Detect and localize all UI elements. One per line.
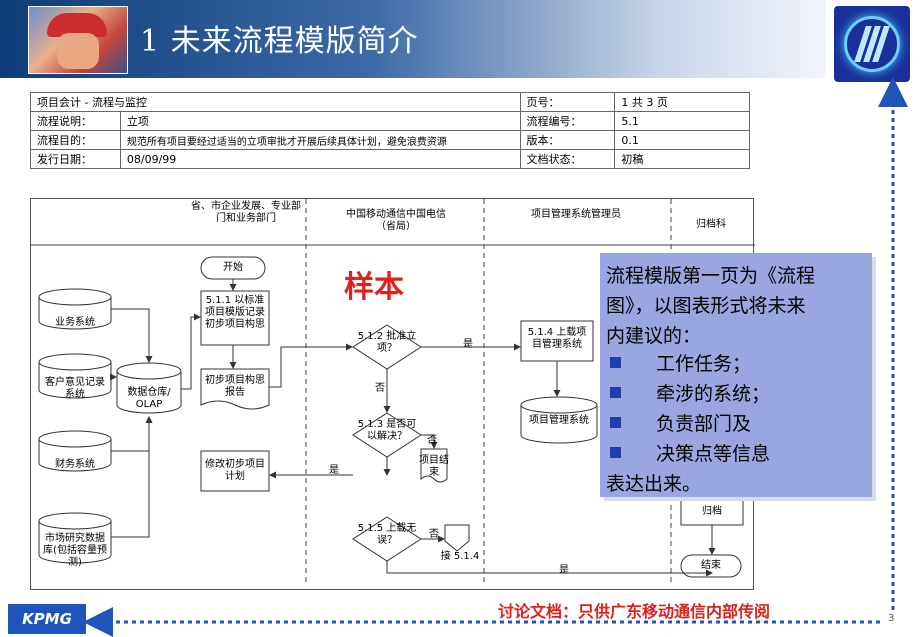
yes-label: 是 <box>559 565 569 576</box>
step-5-1-4: 5.1.4 上载项目管理系统 <box>527 327 587 350</box>
table-cell: 5.1 <box>614 111 750 131</box>
table-row: 项目会计 - 流程与监控 页号： 1 共 3 页 <box>30 92 750 112</box>
bullet-icon <box>610 417 621 428</box>
table-cell: 08/09/99 <box>119 149 521 169</box>
yes-label: 是 <box>329 465 339 476</box>
page-number: 3 <box>888 613 895 624</box>
table-cell: 项目会计 - 流程与监控 <box>30 92 521 112</box>
lane-header-china-mobile: 中国移动通信中国电信（省局） <box>346 209 446 232</box>
photo-face <box>57 33 99 69</box>
revise-plan: 修改初步项目计划 <box>205 459 265 482</box>
table-cell: 立项 <box>119 111 521 131</box>
system-customer-feedback: 客户意见记录系统 <box>45 377 105 400</box>
callout-line: 流程模版第一页为《流程 <box>606 265 816 287</box>
table-row: 流程说明： 立项 流程编号： 5.1 <box>30 111 750 131</box>
lane-header-departments: 省、市企业发展、专业部门和业务部门 <box>191 201 301 224</box>
initial-concept-report: 初步项目构思报告 <box>205 375 265 398</box>
bullet-icon <box>610 447 621 458</box>
pm-system: 项目管理系统 <box>529 415 589 426</box>
table-cell: 页号： <box>519 92 616 112</box>
yes-label: 是 <box>463 339 473 350</box>
callout-line: 表达出来。 <box>606 473 702 495</box>
step-5-1-1: 5.1.1 以标准项目模版记录初步项目构思 <box>205 295 265 330</box>
sample-stamp: 样本 <box>344 270 404 305</box>
table-cell: 流程目的： <box>30 130 121 150</box>
kpmg-logo: KPMG <box>8 604 86 634</box>
lane-header-pm-admin: 项目管理系统管理员 <box>531 209 621 220</box>
flowchart-lines <box>31 199 755 583</box>
decision-5-1-5: 5.1.5 上载无误？ <box>357 523 417 546</box>
title-bar <box>0 0 826 78</box>
explanation-callout: 流程模版第一页为《流程 图》，以图表形式将未来 内建议的： 工作任务； 牵涉的系… <box>600 253 872 497</box>
table-cell: 流程编号： <box>519 111 616 131</box>
system-finance: 财务系统 <box>55 459 95 470</box>
lane-header-archive: 归档科 <box>696 219 726 230</box>
start-node: 开始 <box>223 262 243 273</box>
bullet-icon <box>610 357 621 368</box>
no-label: 否 <box>375 383 385 394</box>
no-label: 否 <box>427 435 437 446</box>
decision-5-1-3: 5.1.3 是否可以解决？ <box>357 419 417 442</box>
goto-connector: 接 5.1.4 <box>440 551 480 562</box>
system-business: 业务系统 <box>55 317 95 328</box>
decision-5-1-2: 5.1.2 批准立项？ <box>357 331 417 354</box>
table-row: 发行日期： 08/09/99 文档状态： 初稿 <box>30 149 750 169</box>
callout-bullet: 工作任务； <box>656 353 752 375</box>
bullet-icon <box>610 387 621 398</box>
process-flowchart: 省、市企业发展、专业部门和业务部门 中国移动通信中国电信（省局） 项目管理系统管… <box>30 198 755 590</box>
table-cell: 流程说明： <box>30 111 121 131</box>
confidential-notice: 讨论文档：只供广东移动通信内部传阅 <box>498 602 771 621</box>
logo-ring <box>844 16 900 72</box>
title-photo <box>28 6 128 74</box>
table-cell: 文档状态： <box>519 149 616 169</box>
callout-line: 内建议的： <box>606 325 702 347</box>
archive-step: 归档 <box>702 506 722 517</box>
table-cell: 发行日期： <box>30 149 121 169</box>
data-warehouse: 数据仓库/ OLAP <box>127 387 171 410</box>
table-row: 流程目的： 规范所有项目要经过适当的立项审批才开展后续具体计划，避免浪费资源 版… <box>30 130 750 150</box>
table-cell: 版本： <box>519 130 616 150</box>
callout-bullet: 负责部门及 <box>656 413 752 435</box>
table-cell: 规范所有项目要经过适当的立项审批才开展后续具体计划，避免浪费资源 <box>119 130 521 150</box>
terminate-doc: 项目结束 <box>419 455 449 478</box>
callout-bullet: 决策点等信息 <box>656 443 771 465</box>
table-cell: 1 共 3 页 <box>614 92 750 112</box>
end-node: 结束 <box>701 560 721 571</box>
table-cell: 0.1 <box>614 130 750 150</box>
no-label: 否 <box>429 529 439 540</box>
callout-line: 图》，以图表形式将未来 <box>606 295 806 317</box>
company-logo <box>834 6 910 82</box>
logo-mark <box>854 26 890 62</box>
process-info-table: 项目会计 - 流程与监控 页号： 1 共 3 页 流程说明： 立项 流程编号： … <box>30 92 750 169</box>
callout-bullet: 牵涉的系统； <box>656 383 771 405</box>
slide-title: 1 未来流程模版简介 <box>140 24 419 59</box>
table-cell: 初稿 <box>614 149 750 169</box>
system-market-research: 市场研究数据库(包括容量预测) <box>43 533 107 568</box>
